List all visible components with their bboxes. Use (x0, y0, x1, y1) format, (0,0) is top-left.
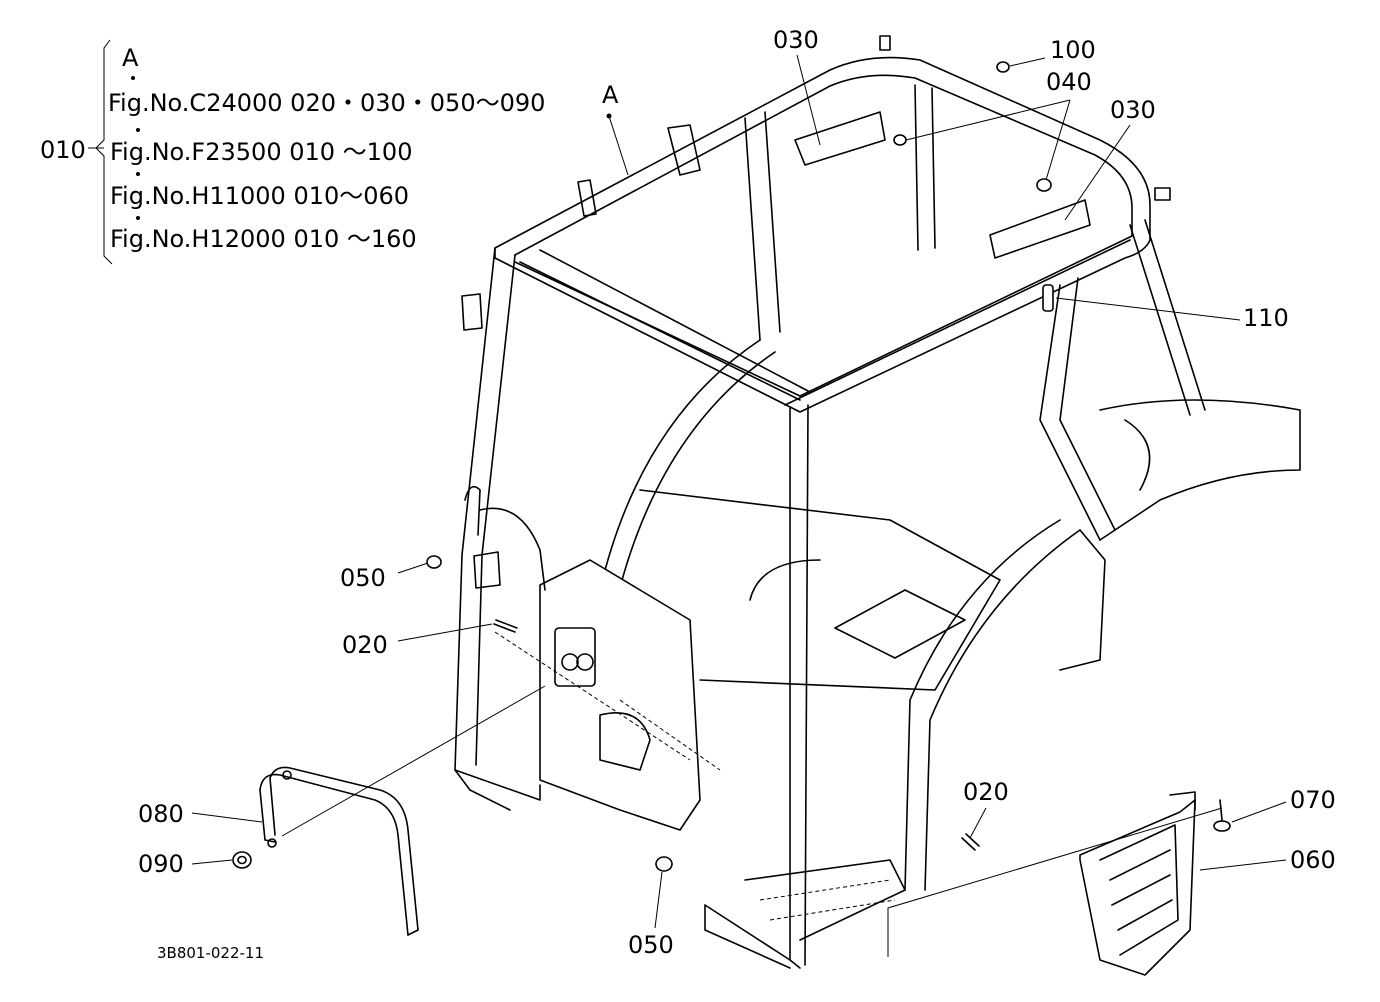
part-label-020-right: 020 (963, 778, 1009, 806)
cap-050-left (426, 555, 442, 569)
step-060 (1079, 791, 1196, 976)
cabin-frame (454, 35, 1301, 969)
legend-ref-mark: A (122, 44, 139, 72)
part-label-050-left: 050 (340, 564, 386, 592)
part-label-070: 070 (1290, 786, 1336, 814)
part-label-110: 110 (1243, 304, 1289, 332)
legend: A 010 Fig.No.C24000 020・030・050～090 Fig.… (40, 39, 545, 265)
part-labels: A 030 100 040 030 110 050 020 080 090 05… (138, 26, 1336, 959)
part-label-040: 040 (1046, 68, 1092, 96)
nut-090 (232, 851, 252, 869)
handrail-080 (259, 766, 419, 936)
pin-020-left (493, 619, 518, 633)
pin-020-right (961, 833, 980, 851)
part-label-080: 080 (138, 800, 184, 828)
reference-a-label: A (602, 81, 619, 109)
drawing-code: 3B801-022-11 (157, 944, 264, 962)
bolt-070 (1213, 799, 1231, 832)
legend-figure-3: Fig.No.H11000 010～060 (110, 182, 409, 210)
legend-figure-4: Fig.No.H12000 010 ～160 (110, 225, 417, 253)
part-label-020-left: 020 (342, 631, 388, 659)
leader-lines (191, 54, 1287, 957)
part-label-100: 100 (1050, 36, 1096, 64)
console-gauge (554, 627, 596, 687)
legend-group-part: 010 (40, 136, 86, 164)
latch-110 (1042, 284, 1054, 312)
fastener-040 (893, 134, 1052, 192)
legend-figure-2: Fig.No.F23500 010 ～100 (110, 138, 412, 166)
part-label-030: 030 (773, 26, 819, 54)
cap-050-bottom (655, 856, 673, 872)
part-label-030-right: 030 (1110, 96, 1156, 124)
part-label-050-bottom: 050 (628, 931, 674, 959)
part-label-090: 090 (138, 850, 184, 878)
legend-figure-1: Fig.No.C24000 020・030・050～090 (108, 89, 545, 117)
part-label-060: 060 (1290, 846, 1336, 874)
bolt-100 (996, 61, 1010, 73)
